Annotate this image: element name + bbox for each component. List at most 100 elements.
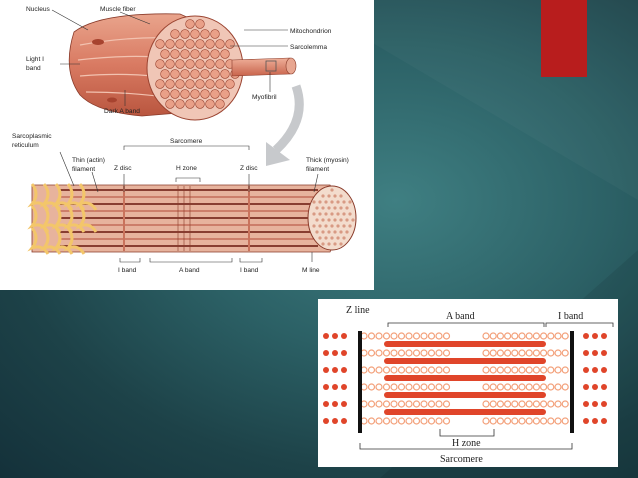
- thin-filament-bead: [375, 366, 383, 374]
- myofibril-cross-section: [220, 69, 230, 79]
- myofibril-cross-section: [220, 89, 230, 99]
- thin-filament-bead: [583, 350, 589, 356]
- thin-filament-bead: [525, 332, 533, 340]
- filament-dot: [330, 200, 334, 204]
- myofibril-cross-section: [215, 59, 225, 69]
- label-light-band-line2: band: [26, 65, 41, 72]
- myofibril-cross-sections: [155, 19, 240, 109]
- myofibril: [231, 57, 297, 77]
- myofibril-cross-section: [175, 79, 185, 89]
- thin-filament-bead: [489, 332, 497, 340]
- filament-dot: [333, 218, 337, 222]
- thin-filament-bead: [397, 349, 406, 357]
- filament-dot: [330, 188, 334, 192]
- filament-dot: [324, 236, 328, 240]
- thin-filament-bead: [412, 400, 421, 408]
- filament-dot: [345, 230, 349, 234]
- thin-filament-bead: [489, 383, 497, 391]
- reticulum-tubule: [63, 227, 86, 255]
- thin-filament-bead: [390, 332, 398, 340]
- label-h-zone: H zone: [176, 165, 197, 172]
- thin-filament-bead: [532, 400, 540, 408]
- thin-filament-bead: [397, 417, 406, 425]
- filament-dot: [336, 200, 340, 204]
- filament-dot: [336, 236, 340, 240]
- myofibril-cross-section: [160, 89, 170, 99]
- filament-dot: [339, 230, 343, 234]
- thin-filament-bead: [554, 332, 562, 340]
- thin-filament-bead: [375, 349, 383, 357]
- thin-filament-bead: [390, 383, 398, 391]
- z-line-left: [358, 331, 362, 433]
- thin-filament-bead: [435, 383, 443, 391]
- thin-filament-bead: [525, 366, 533, 374]
- filament-dot: [318, 224, 322, 228]
- thin-filament-bead: [511, 366, 519, 374]
- myofibril-cross-section: [195, 19, 205, 29]
- thin-filament-bead: [518, 400, 526, 408]
- thin-filament-bead: [442, 349, 451, 357]
- thin-filament-bead: [511, 417, 519, 425]
- sarcoplasmic-reticulum-mesh: [27, 183, 98, 255]
- myofibril-cross-section: [195, 79, 205, 89]
- thick-filament: [384, 409, 546, 415]
- thin-filament-bead: [511, 400, 519, 408]
- thin-filament-bead: [427, 332, 436, 340]
- thin-filament-bead: [583, 384, 589, 390]
- label-i-band-sarc: I band: [558, 311, 583, 322]
- myofibril-cross-section: [205, 39, 215, 49]
- label-thin-filament-line1: Thin (actin): [72, 157, 105, 164]
- filament-dot: [330, 236, 334, 240]
- thin-filament-bead: [540, 383, 548, 391]
- thin-filament-bead: [382, 349, 391, 357]
- myofibril-cross-section: [170, 89, 180, 99]
- thin-filament-bead: [382, 400, 391, 408]
- myofibril-cross-section: [210, 89, 220, 99]
- myofibril-cross-section: [195, 59, 205, 69]
- thin-filament-bead: [561, 349, 569, 357]
- myofibril-cross-section: [180, 29, 190, 39]
- filament-dot: [327, 218, 331, 222]
- filament-dot: [333, 194, 337, 198]
- thin-filament-bead: [323, 401, 329, 407]
- thin-filament-bead: [442, 332, 451, 340]
- thick-filament: [384, 392, 546, 398]
- thin-filament-bead: [482, 332, 490, 340]
- thin-filament-bead: [489, 349, 497, 357]
- myofibril-cross-section: [180, 89, 190, 99]
- thin-filament-bead: [496, 383, 504, 391]
- myofibril-cross-section: [200, 69, 210, 79]
- thin-filament-bead: [583, 401, 589, 407]
- thin-filament-bead: [601, 333, 607, 339]
- thin-filament-bead: [420, 417, 428, 425]
- thin-filament-bead: [540, 332, 548, 340]
- myofibril-cross-section: [215, 99, 225, 109]
- myofibril-cross-section: [195, 99, 205, 109]
- filament-dot: [312, 212, 316, 216]
- thin-filament-bead: [540, 349, 548, 357]
- thin-filament-bead: [482, 349, 490, 357]
- thin-filament-bead: [323, 350, 329, 356]
- myofibril-cross-section: [200, 29, 210, 39]
- label-z-line: Z line: [346, 305, 370, 316]
- filament-dot: [315, 230, 319, 234]
- thin-filament-bead: [540, 417, 548, 425]
- label-thick-filament-line1: Thick (myosin): [306, 157, 349, 164]
- thin-filament-bead: [489, 400, 497, 408]
- label-thick-filament-line2: filament: [306, 166, 329, 173]
- thin-filament-bead: [518, 332, 526, 340]
- thin-filament-bead: [547, 417, 555, 425]
- thin-filament-bead: [427, 417, 436, 425]
- muscle-fiber-diagram: Nucleus Muscle fiber Mitochondrion Sarco…: [0, 0, 374, 290]
- thin-filament-bead: [489, 417, 497, 425]
- thin-filament-bead: [323, 367, 329, 373]
- thin-filament-bead: [482, 366, 490, 374]
- thin-filament-bead: [532, 383, 540, 391]
- thin-filament-bead: [367, 383, 376, 391]
- accent-bar: [541, 0, 587, 77]
- thin-filament-bead: [532, 366, 540, 374]
- filament-dot: [318, 212, 322, 216]
- myofibril-cross-section: [190, 29, 200, 39]
- label-myofibril: Myofibril: [252, 94, 277, 101]
- myofibril-cross-section: [205, 99, 215, 109]
